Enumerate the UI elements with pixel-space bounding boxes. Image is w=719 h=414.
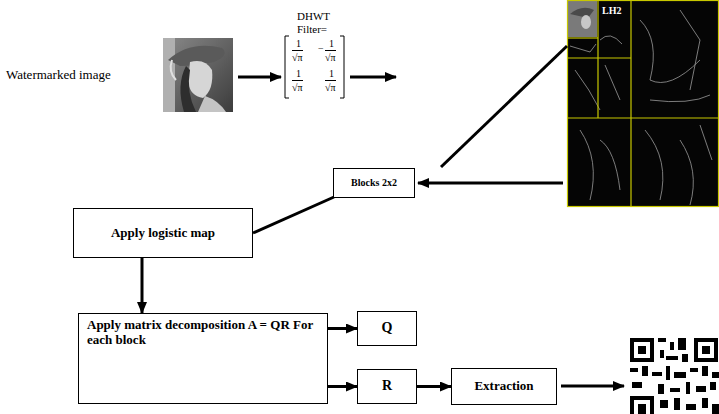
box-text: Apply logistic map <box>111 226 215 241</box>
box-text: Q <box>382 320 393 336</box>
box-text: Blocks 2x2 <box>351 177 397 189</box>
flow-arrow <box>238 76 281 79</box>
matrix-bracket <box>340 36 344 98</box>
flow-connector <box>253 197 334 233</box>
flow-connector <box>141 258 144 313</box>
flow-arrow <box>418 182 563 185</box>
flow-connector <box>328 385 357 388</box>
transform-name: DHWT <box>297 10 330 22</box>
matrix-denominator: √π <box>325 80 336 93</box>
box-text: Apply matrix decomposition A = QR For ea… <box>87 318 319 348</box>
flow-arrow <box>350 76 396 79</box>
flow-connector <box>417 385 451 388</box>
box-text: Extraction <box>474 379 533 394</box>
matrix-sign: − <box>318 43 324 54</box>
matrix-numerator: 1 <box>296 68 301 79</box>
matrix-bracket <box>285 36 289 98</box>
matrix-numerator: 1 <box>296 38 301 49</box>
matrix-numerator: 1 <box>329 38 334 49</box>
matrix-denominator: √π <box>292 80 303 93</box>
leader-line <box>441 46 567 167</box>
process-box: Apply logistic map <box>73 208 253 258</box>
matrix-denominator: √π <box>292 50 303 63</box>
output-box: Q <box>357 311 417 346</box>
process-box: Extraction <box>451 368 557 405</box>
filter-label: Filter= <box>297 23 327 35</box>
matrix-numerator: 1 <box>329 68 334 79</box>
output-box: R <box>357 369 417 404</box>
flow-arrow <box>561 385 624 388</box>
process-box: Blocks 2x2 <box>333 168 415 198</box>
input-label: Watermarked image <box>6 68 111 82</box>
wavelet-image <box>567 0 719 207</box>
process-box: Apply matrix decomposition A = QR For ea… <box>78 313 328 404</box>
matrix-denominator: √π <box>325 50 336 63</box>
subband-label: LH2 <box>602 5 621 16</box>
flow-connector <box>328 327 357 330</box>
qr-code <box>630 338 719 414</box>
watermarked-image <box>163 38 233 112</box>
box-text: R <box>382 378 392 394</box>
